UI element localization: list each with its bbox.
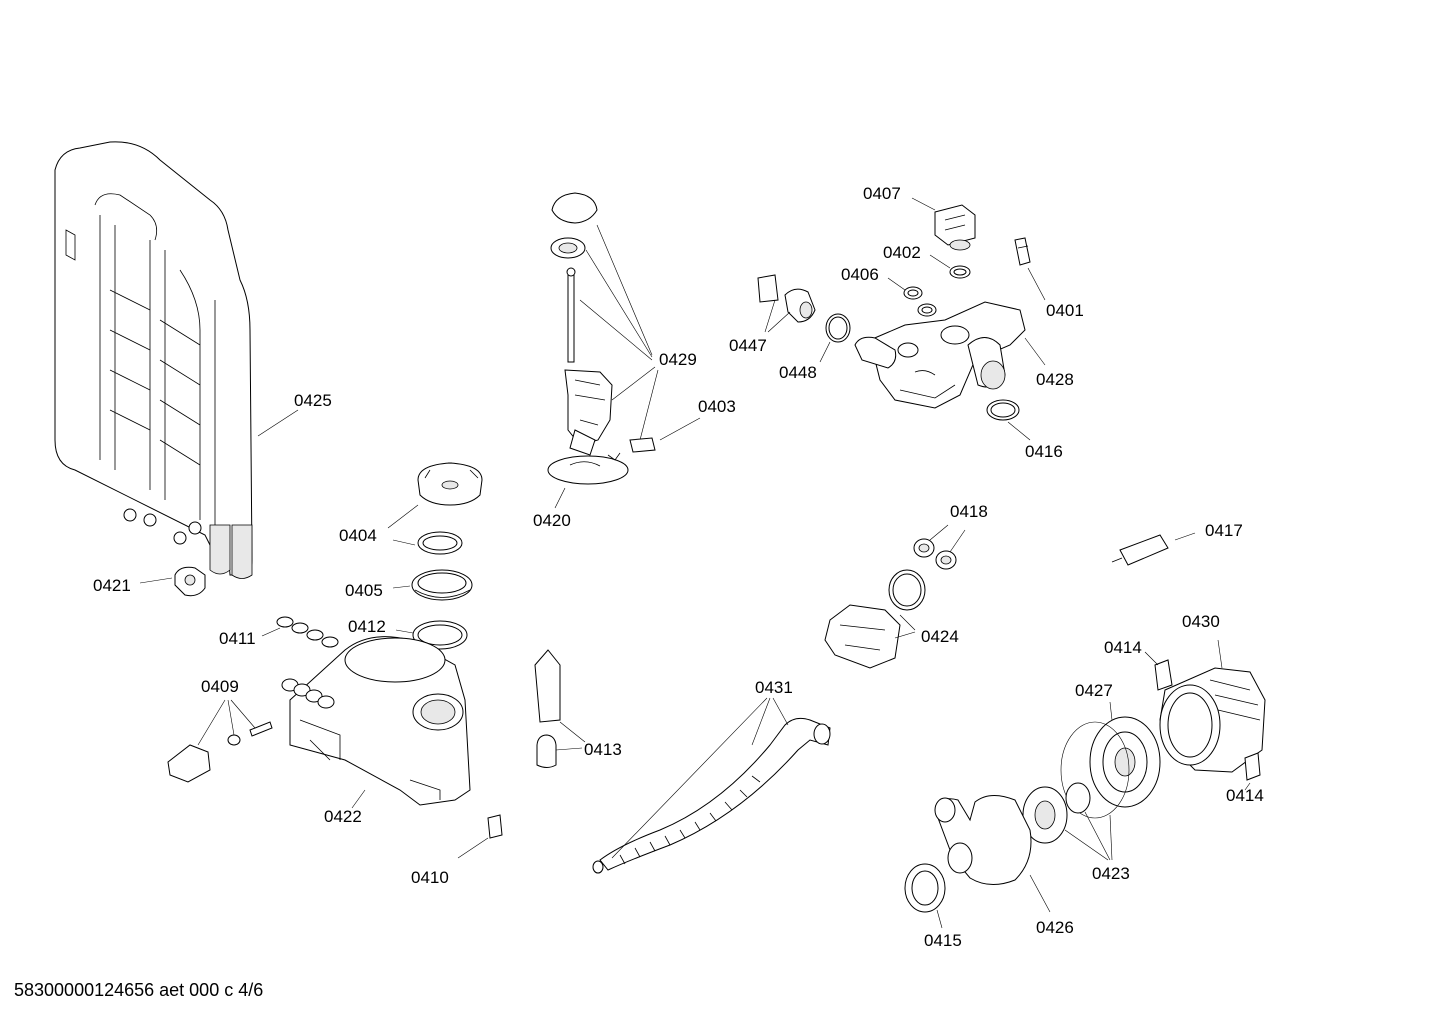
callout-0447: 0447 <box>729 336 767 355</box>
part-0427-pump-cover <box>1089 716 1161 808</box>
callout-0420: 0420 <box>533 511 571 530</box>
part-0429-float-assembly <box>550 192 613 456</box>
part-0428-valve-housing <box>854 301 1026 409</box>
callout-0414-b: 0414 <box>1226 786 1264 805</box>
callout-0417: 0417 <box>1205 521 1243 540</box>
callout-0418: 0418 <box>950 502 988 521</box>
part-0402-oring <box>949 265 971 279</box>
part-0426-pump-housing <box>934 795 1032 885</box>
callout-0426: 0426 <box>1036 918 1074 937</box>
callout-0402: 0402 <box>883 243 921 262</box>
part-0421-connector <box>174 566 206 597</box>
callout-0407: 0407 <box>863 184 901 203</box>
callout-0406: 0406 <box>841 265 879 284</box>
part-0404-ring <box>417 531 463 555</box>
callout-0430: 0430 <box>1182 612 1220 631</box>
callout-0431: 0431 <box>755 678 793 697</box>
part-0418-nuts <box>913 538 957 570</box>
callout-0409: 0409 <box>201 677 239 696</box>
part-0404-cap <box>417 462 483 506</box>
callout-0410: 0410 <box>411 868 449 887</box>
part-0401-clip <box>1014 237 1031 266</box>
callout-0422: 0422 <box>324 807 362 826</box>
callout-0429: 0429 <box>659 350 697 369</box>
callout-0424: 0424 <box>921 627 959 646</box>
callout-0403: 0403 <box>698 397 736 416</box>
part-0407-plug <box>934 204 976 251</box>
part-0411-seals <box>276 616 339 648</box>
callout-0428: 0428 <box>1036 370 1074 389</box>
part-0414-clip-a <box>1154 659 1173 691</box>
callout-0423: 0423 <box>1092 864 1130 883</box>
callout-0421: 0421 <box>93 576 131 595</box>
part-0405-ring <box>411 569 473 601</box>
part-0409-valve <box>167 721 273 783</box>
part-0413-sensor <box>534 649 561 768</box>
part-0447-valve <box>757 274 816 323</box>
callout-0427: 0427 <box>1075 681 1113 700</box>
callout-0405: 0405 <box>345 581 383 600</box>
callout-0416: 0416 <box>1025 442 1063 461</box>
part-0414-clip-b <box>1244 752 1261 781</box>
callout-0415: 0415 <box>924 931 962 950</box>
part-0406-oring <box>903 286 937 317</box>
part-0430-heater-motor <box>1159 667 1266 773</box>
part-0422-water-softener <box>281 636 471 806</box>
part-0415-seal <box>904 863 946 913</box>
callout-0401: 0401 <box>1046 301 1084 320</box>
part-0412-ring <box>412 620 468 650</box>
callout-0413: 0413 <box>584 740 622 759</box>
drawing-reference: 58300000124656 aet 000 c 4/6 <box>14 980 264 1000</box>
callout-0448: 0448 <box>779 363 817 382</box>
part-0431-drain-hose <box>592 717 831 874</box>
part-0416-clamp <box>986 399 1020 421</box>
part-0410-clip <box>487 814 503 839</box>
part-0403-clip <box>629 437 656 453</box>
callout-0412: 0412 <box>348 617 386 636</box>
callout-0414-a: 0414 <box>1104 638 1142 657</box>
part-0425-heat-exchanger <box>54 141 253 579</box>
part-0420-disc <box>547 452 629 485</box>
part-0424-pump-valve <box>824 569 926 669</box>
callout-0404: 0404 <box>339 526 377 545</box>
part-0448-oring <box>825 313 851 343</box>
callout-0425: 0425 <box>294 391 332 410</box>
part-0423-impeller-set <box>1022 721 1130 844</box>
part-0417-heater-sensor <box>1111 534 1169 566</box>
callout-0411: 0411 <box>219 629 256 648</box>
